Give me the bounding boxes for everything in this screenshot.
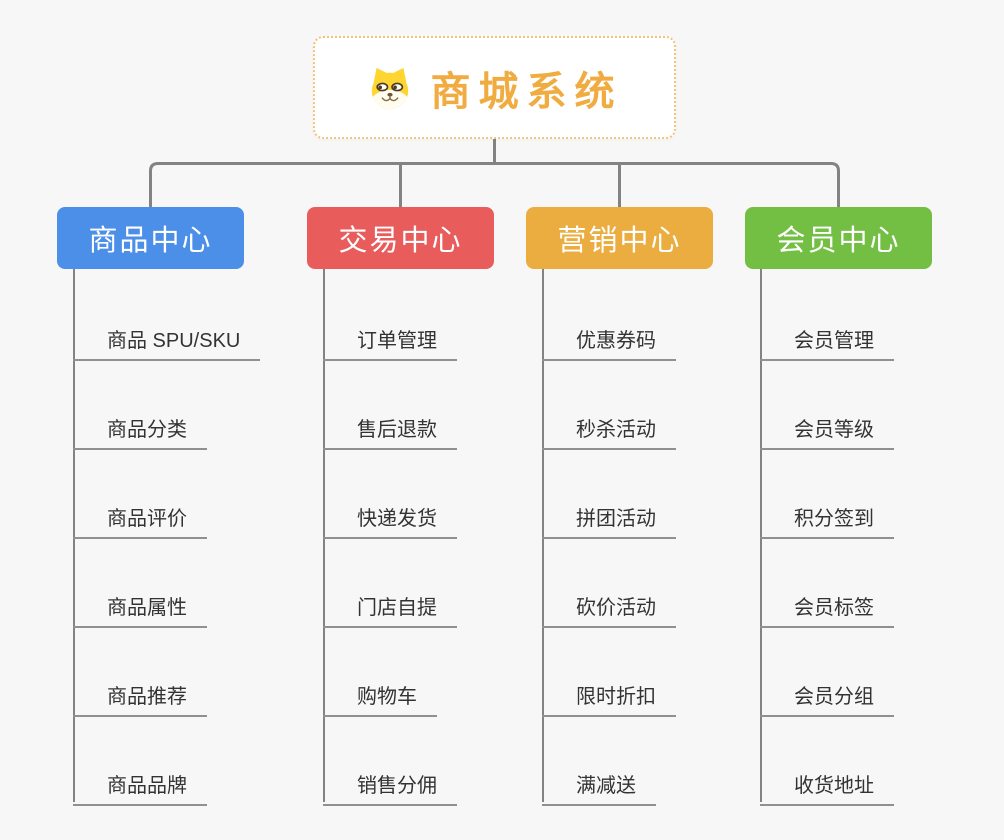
topic-item[interactable]: 优惠券码 [542, 309, 676, 361]
branch-spine [323, 269, 325, 802]
topic-item[interactable]: 砍价活动 [542, 576, 676, 628]
topic-item[interactable]: 会员标签 [760, 576, 894, 628]
branch-header-marketing-center[interactable]: 营销中心 [526, 207, 713, 269]
branch-header-member-center[interactable]: 会员中心 [745, 207, 932, 269]
topic-item[interactable]: 秒杀活动 [542, 398, 676, 450]
branch-spine [760, 269, 762, 802]
topic-item[interactable]: 拼团活动 [542, 487, 676, 539]
topic-item[interactable]: 收货地址 [760, 754, 894, 806]
topic-item[interactable]: 快递发货 [323, 487, 457, 539]
topic-item[interactable]: 销售分佣 [323, 754, 457, 806]
topic-item[interactable]: 商品推荐 [73, 665, 207, 717]
root-title: 商城系统 [430, 69, 623, 114]
topic-item[interactable]: 商品 SPU/SKU [73, 309, 261, 361]
topic-item[interactable]: 限时折扣 [542, 665, 676, 717]
topic-item[interactable]: 购物车 [323, 665, 437, 717]
topic-item[interactable]: 会员分组 [760, 665, 894, 717]
topic-item[interactable]: 会员等级 [760, 398, 894, 450]
topic-item[interactable]: 商品分类 [73, 398, 207, 450]
topic-item[interactable]: 售后退款 [323, 398, 457, 450]
topic-item[interactable]: 商品属性 [73, 576, 207, 628]
topic-item[interactable]: 商品品牌 [73, 754, 207, 806]
topic-item[interactable]: 积分签到 [760, 487, 894, 539]
branch-spine [73, 269, 75, 802]
topic-item[interactable]: 满减送 [542, 754, 656, 806]
root-node[interactable]: 商城系统 [313, 36, 676, 139]
topic-item[interactable]: 门店自提 [323, 576, 457, 628]
branch-header-trade-center[interactable]: 交易中心 [307, 207, 494, 269]
branch-header-product-center[interactable]: 商品中心 [57, 207, 244, 269]
topic-item[interactable]: 商品评价 [73, 487, 207, 539]
topic-item[interactable]: 订单管理 [323, 309, 457, 361]
shiba-dog-icon [367, 65, 413, 111]
branch-spine [542, 269, 544, 802]
topic-item[interactable]: 会员管理 [760, 309, 894, 361]
